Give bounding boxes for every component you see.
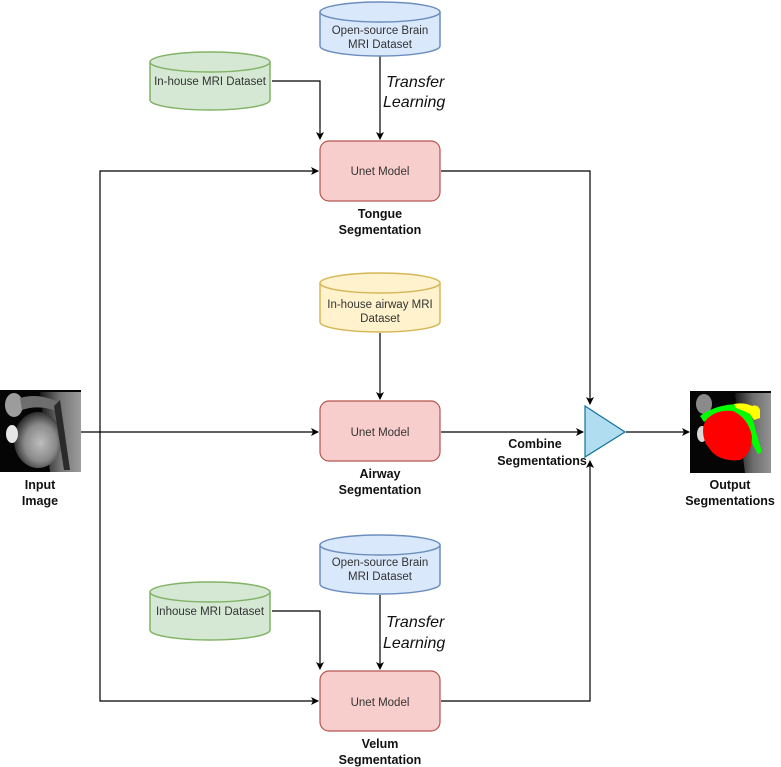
edge-bus-velum bbox=[99, 432, 319, 705]
combine-caption-line2: Segmentations bbox=[497, 454, 587, 468]
tongue-segmentation-mask bbox=[703, 410, 752, 461]
airway-segmentation-mask bbox=[700, 404, 762, 454]
edge-tongue-combine bbox=[441, 170, 594, 405]
edge-tongue-inhouse bbox=[272, 80, 324, 140]
dataset-label-line1: In-house airway MRI bbox=[327, 299, 432, 311]
airway-caption-line2: Segmentation bbox=[339, 483, 422, 497]
velum-segmentation-mask bbox=[734, 403, 760, 420]
dataset-tongue-open-source: Open-source Brain MRI Dataset bbox=[319, 1, 441, 57]
dataset-label: Inhouse MRI Dataset bbox=[156, 606, 265, 618]
combine-triangle-icon bbox=[584, 404, 627, 459]
dataset-airway-inhouse: In-house airway MRI Dataset bbox=[319, 272, 441, 333]
dataset-label-line1: Open-source Brain bbox=[332, 25, 429, 37]
transfer-label-line2: Learning bbox=[383, 635, 445, 652]
combine-node bbox=[584, 404, 627, 459]
dataset-label: In-house MRI Dataset bbox=[154, 76, 267, 88]
transfer-label-line2: Learning bbox=[383, 94, 445, 111]
dataset-tongue-inhouse: In-house MRI Dataset bbox=[149, 51, 271, 111]
edge-velum-combine bbox=[441, 460, 594, 702]
input-image bbox=[0, 390, 81, 472]
model-label: Unet Model bbox=[351, 697, 410, 709]
dataset-label-line1: Open-source Brain bbox=[332, 557, 429, 569]
output-caption-line2: Segmentations bbox=[685, 494, 775, 508]
transfer-learning-tongue: Transfer Learning bbox=[383, 74, 445, 111]
output-caption-line1: Output bbox=[710, 478, 752, 492]
unet-model-tongue: Unet Model bbox=[319, 140, 441, 202]
unet-model-airway: Unet Model bbox=[319, 400, 441, 462]
dataset-label-line2: MRI Dataset bbox=[348, 571, 413, 583]
unet-model-velum: Unet Model bbox=[319, 670, 441, 732]
model-label: Unet Model bbox=[351, 166, 410, 178]
input-caption-line2: Image bbox=[22, 494, 58, 508]
dataset-velum-inhouse: Inhouse MRI Dataset bbox=[149, 581, 271, 641]
edges bbox=[81, 56, 690, 705]
tongue-caption-line1: Tongue bbox=[358, 207, 402, 221]
dataset-label-line2: MRI Dataset bbox=[348, 39, 413, 51]
airway-caption-line1: Airway bbox=[360, 467, 401, 481]
transfer-label-line1: Transfer bbox=[386, 614, 445, 631]
edge-bus-tongue bbox=[99, 167, 319, 432]
model-label: Unet Model bbox=[351, 427, 410, 439]
transfer-learning-velum: Transfer Learning bbox=[383, 614, 445, 652]
transfer-label-line1: Transfer bbox=[386, 74, 445, 91]
input-caption-line1: Input bbox=[25, 478, 56, 492]
combine-caption-line1: Combine bbox=[508, 437, 562, 451]
dataset-velum-open-source: Open-source Brain MRI Dataset bbox=[319, 534, 441, 595]
velum-caption-line2: Segmentation bbox=[339, 753, 422, 767]
edge-velum-inhouse bbox=[272, 610, 324, 670]
output-segmentation-image bbox=[690, 391, 771, 473]
dataset-label-line2: Dataset bbox=[360, 313, 400, 325]
velum-caption-line1: Velum bbox=[362, 737, 399, 751]
tongue-caption-line2: Segmentation bbox=[339, 223, 422, 237]
